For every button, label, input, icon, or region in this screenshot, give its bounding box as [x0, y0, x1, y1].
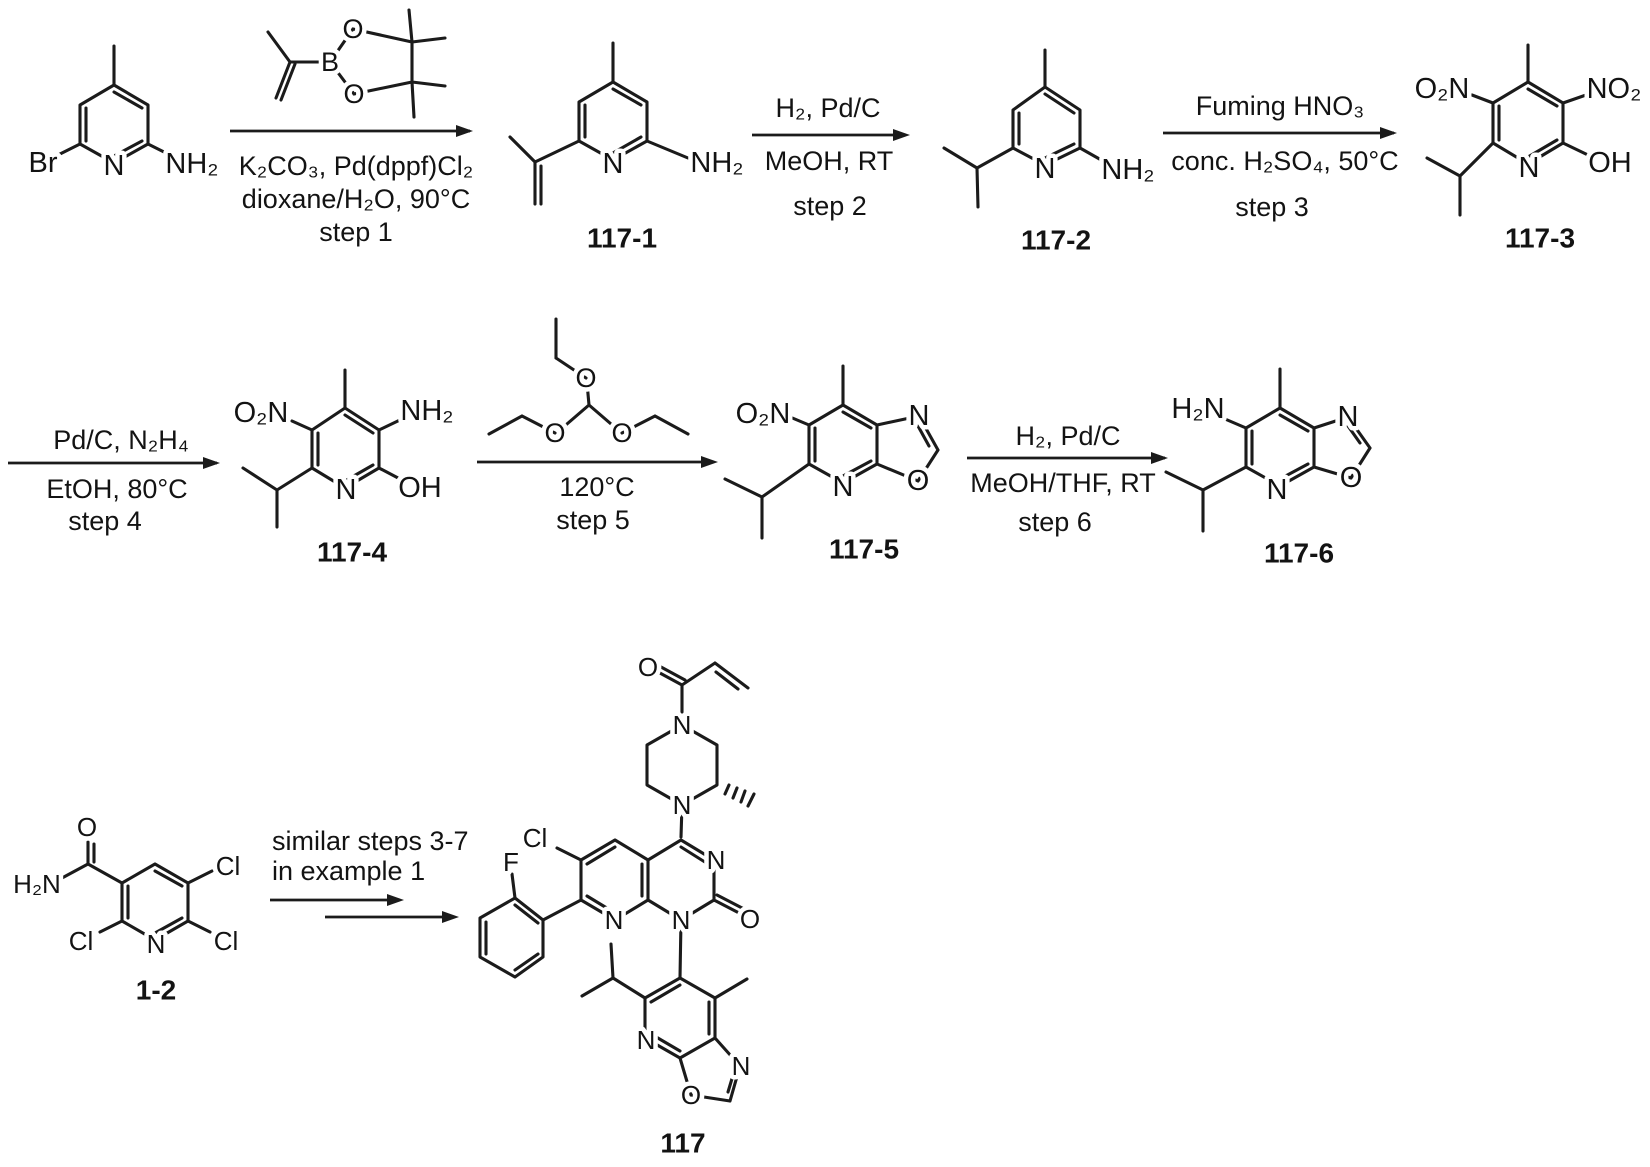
atom-label-ring-n: N: [1519, 152, 1540, 184]
atom-label-acryloyl-o: O: [638, 652, 658, 682]
reagent-step1-line2: dioxane/H₂O, 90°C: [242, 184, 470, 214]
reagent-step4-line2: EtOH, 80°C: [46, 474, 187, 504]
reagent-step6-line1: H₂, Pd/C: [1015, 421, 1120, 451]
step6-label: step 6: [1018, 507, 1092, 537]
atom-label-o-bot: O: [343, 79, 364, 109]
reagent-step3-line2: conc. H₂SO₄, 50°C: [1171, 146, 1398, 176]
atom-label-oxazole-n: N: [732, 1051, 751, 1081]
arrow-step-2: H₂, Pd/C MeOH, RT step 2: [752, 89, 910, 226]
atom-label-nh2: NH₂: [1101, 154, 1154, 186]
atom-label-o2n: O₂N: [234, 397, 289, 429]
reagent-step6-line2: MeOH/THF, RT: [970, 468, 1156, 498]
arrow-step-1: K₂CO₃, Pd(dppf)Cl₂ dioxane/H₂O, 90°C ste…: [230, 125, 478, 252]
structure-117-4: O₂N NH₂ N OH 117-4: [229, 368, 458, 572]
atom-label-piperazine-n-top: N: [673, 710, 692, 740]
atom-label-h2n: H₂N: [1171, 393, 1224, 425]
atom-label-o-left: O: [544, 418, 565, 448]
step1-label: step 1: [319, 217, 393, 247]
atom-label-o-top: O: [575, 363, 596, 393]
atom-label-cl-left: Cl: [69, 926, 94, 956]
caption-117-2: 117-2: [1021, 225, 1091, 256]
atom-label-oxazole-o: O: [681, 1080, 701, 1110]
atom-label-no2: NO₂: [1587, 73, 1642, 105]
atom-label-pyridine-n: N: [637, 1025, 656, 1055]
structure-1-2: O H₂N Cl Cl Cl N 1-2: [9, 808, 245, 1011]
atom-label-n3: N: [707, 845, 726, 875]
atom-label-oxazole-o: O: [907, 465, 930, 497]
caption-117-5: 117-5: [829, 534, 899, 565]
atom-label-c2-o: O: [740, 904, 760, 934]
structure-117-2: N NH₂ 117-2: [942, 48, 1159, 260]
atom-label-pyridine-n: N: [833, 471, 854, 503]
reagent-step3-line1: Fuming HNO₃: [1196, 91, 1365, 121]
caption-117-3: 117-3: [1505, 223, 1575, 254]
similar-steps-line1: similar steps 3-7: [272, 826, 469, 856]
atom-label-o-right: O: [611, 418, 632, 448]
atom-label-b: B: [321, 47, 339, 77]
atom-label-oxazole-n: N: [1338, 401, 1359, 433]
structure-start-material: Br N NH₂: [24, 44, 223, 187]
atom-label-n8: N: [605, 905, 624, 935]
arrow-step-6: H₂, Pd/C MeOH/THF, RT step 6: [966, 417, 1168, 542]
atom-label-o2n: O₂N: [1415, 73, 1470, 105]
atom-label-oh: OH: [398, 472, 442, 504]
step5-label: step 5: [556, 505, 630, 535]
reagent-step2-line2: MeOH, RT: [765, 146, 894, 176]
caption-117: 117: [660, 1128, 705, 1159]
structure-117: O N N Cl F N O N N N N O 117: [478, 648, 765, 1163]
atom-label-ring-n: N: [336, 474, 357, 506]
arrow-step-3: Fuming HNO₃ conc. H₂SO₄, 50°C step 3: [1163, 87, 1403, 227]
atom-label-o2n: O₂N: [736, 398, 791, 430]
reagent-step2-line1: H₂, Pd/C: [775, 93, 880, 123]
caption-1-2: 1-2: [136, 975, 176, 1006]
reagent-step1-line1: K₂CO₃, Pd(dppf)Cl₂: [239, 151, 474, 181]
atom-label-ring-n: N: [603, 148, 624, 180]
atom-label-amide-o: O: [77, 812, 97, 842]
atom-label-nh2: NH₂: [400, 395, 453, 427]
similar-steps-line2: in example 1: [272, 856, 425, 886]
reagent-step5-line1: 120°C: [559, 472, 634, 502]
step3-label: step 3: [1235, 192, 1309, 222]
atom-label-ring-n: N: [104, 150, 125, 182]
step4-label: step 4: [68, 506, 142, 536]
structure-117-1: N NH₂ 117-1: [508, 41, 748, 258]
arrow-similar-steps: similar steps 3-7 in example 1: [268, 822, 473, 923]
atom-label-cl-right: Cl: [214, 926, 239, 956]
arrow-step-5: 120°C step 5: [477, 456, 718, 540]
atom-label-pyridine-n: N: [1267, 474, 1288, 506]
atom-label-oxazole-n: N: [909, 400, 930, 432]
atom-label-nh2: NH₂: [690, 147, 743, 179]
caption-117-1: 117-1: [587, 223, 657, 254]
atom-label-cl-top: Cl: [216, 851, 241, 881]
structure-117-5: O₂N N N O 117-5: [723, 364, 940, 569]
caption-117-4: 117-4: [317, 537, 387, 568]
atom-label-f: F: [503, 847, 519, 877]
atom-label-oh: OH: [1588, 147, 1632, 179]
atom-label-nh2: NH₂: [165, 148, 218, 180]
atom-label-h2n: H₂N: [13, 869, 61, 899]
atom-label-ring-n: N: [147, 929, 166, 959]
structure-117-6: H₂N N N O 117-6: [1164, 367, 1372, 573]
atom-label-ring-n: N: [1035, 153, 1056, 185]
step2-label: step 2: [793, 191, 867, 221]
arrow-step-4: Pd/C, N₂H₄ EtOH, 80°C step 4: [8, 421, 220, 541]
atom-label-br: Br: [29, 147, 58, 179]
atom-label-n1: N: [672, 905, 691, 935]
structure-orthoformate: O O O: [487, 317, 690, 453]
atom-label-o-top: O: [342, 14, 363, 44]
reagent-step4-line1: Pd/C, N₂H₄: [53, 425, 189, 455]
atom-label-oxazole-o: O: [1340, 462, 1363, 494]
atom-label-piperazine-n-bottom: N: [673, 790, 692, 820]
caption-117-6: 117-6: [1264, 538, 1334, 569]
structure-117-3: O₂N NO₂ N OH 117-3: [1410, 43, 1646, 258]
structure-boronate-reagent: B O O: [266, 8, 447, 119]
atom-label-cl: Cl: [523, 823, 548, 853]
